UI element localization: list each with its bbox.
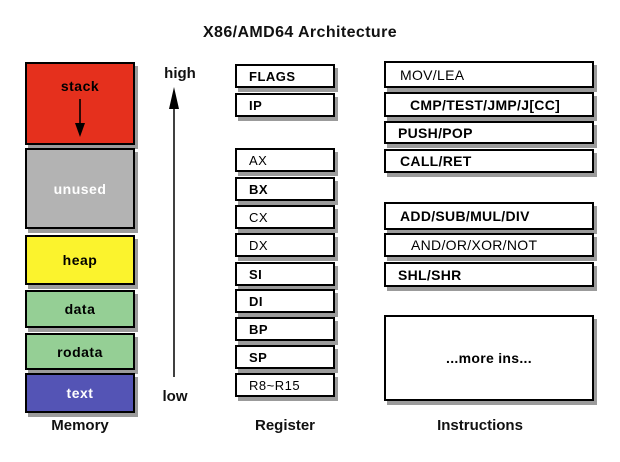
register-label: AX [249,152,268,168]
instruction-box-cmp-test-jmp: CMP/TEST/JMP/J[CC] [384,92,594,117]
memory-column-caption: Memory [51,417,109,434]
instruction-label: PUSH/POP [398,124,473,141]
register-box-sp: SP [235,345,335,369]
more-instructions-label: ...more ins... [446,350,532,366]
instruction-label: CALL/RET [400,153,472,169]
instructions-column-caption: Instructions [437,417,523,434]
register-label: DI [249,293,263,309]
memory-segment-label: text [66,385,94,401]
register-box-r8-r15: R8~R15 [235,373,335,397]
instruction-label: SHL/SHR [398,266,462,283]
register-label: SP [249,349,268,365]
register-box-bp: BP [235,317,335,341]
instruction-label: CMP/TEST/JMP/J[CC] [410,96,561,113]
instruction-box-call-ret: CALL/RET [384,149,594,173]
register-label: R8~R15 [249,377,301,393]
memory-segment-heap: heap [25,235,135,285]
axis-high-label: high [164,65,196,82]
instruction-box-shl-shr: SHL/SHR [384,262,594,287]
register-box-bx: BX [235,177,335,201]
register-box-dx: DX [235,233,335,257]
register-box-flags: FLAGS [235,64,335,88]
instruction-box-and-or-xor-not: AND/OR/XOR/NOT [384,233,594,257]
register-label: IP [249,97,263,113]
memory-segment-label: rodata [57,343,103,360]
instruction-box-add-sub-mul-div: ADD/SUB/MUL/DIV [384,202,594,230]
register-column-caption: Register [254,417,316,434]
register-label: DX [249,237,269,253]
axis-low-label: low [162,388,188,405]
instruction-box-push-pop: PUSH/POP [384,121,594,144]
memory-segment-data: data [25,290,135,328]
register-label: BX [249,181,269,197]
memory-segment-label: unused [53,180,107,197]
stack-growth-down-arrow-icon [73,99,87,137]
memory-segment-unused: unused [25,148,135,229]
instruction-box-more: ...more ins... [384,315,594,401]
register-label: CX [249,209,269,225]
instruction-label: MOV/LEA [400,66,465,83]
memory-segment-label: stack [60,78,100,94]
memory-segment-label: data [64,301,96,317]
instruction-label: AND/OR/XOR/NOT [411,237,538,253]
register-label: BP [249,321,269,337]
instruction-label: ADD/SUB/MUL/DIV [400,208,530,224]
memory-segment-stack: stack [25,62,135,145]
memory-segment-label: heap [62,252,98,268]
address-axis-up-arrow-icon [160,80,190,380]
register-box-ip: IP [235,93,335,117]
instruction-box-mov-lea: MOV/LEA [384,61,594,88]
register-label: FLAGS [249,68,296,84]
register-box-si: SI [235,262,335,286]
register-box-cx: CX [235,205,335,229]
register-box-ax: AX [235,148,335,172]
memory-segment-text: text [25,373,135,413]
register-label: SI [249,266,263,282]
memory-segment-rodata: rodata [25,333,135,370]
register-box-di: DI [235,289,335,313]
diagram-title: X86/AMD64 Architecture [202,24,398,41]
